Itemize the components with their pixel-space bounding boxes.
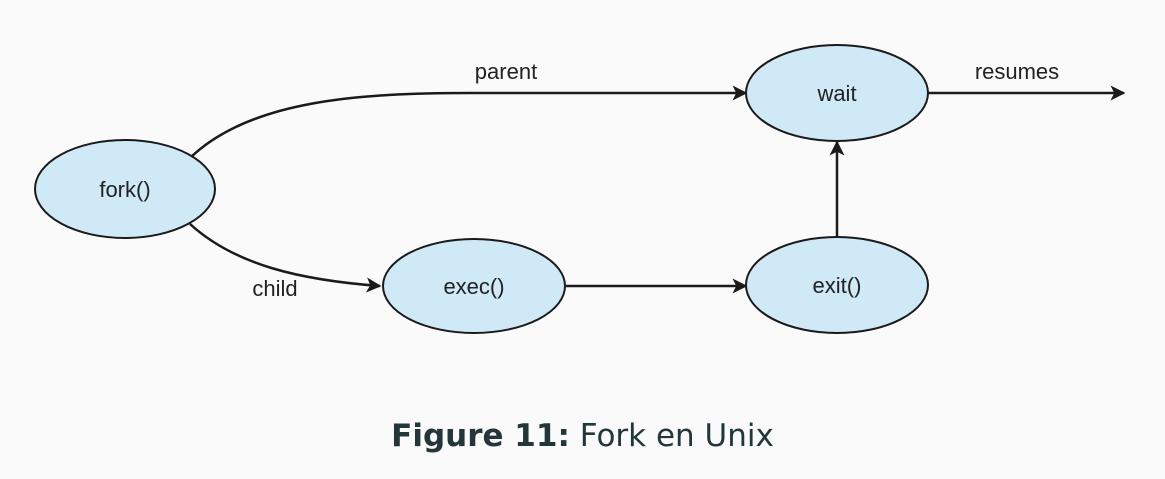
edge-label-parent: parent — [475, 59, 537, 84]
figure-caption: Figure 11: Fork en Unix — [0, 418, 1165, 454]
edge-label-resumes: resumes — [975, 59, 1059, 84]
edge-parent — [189, 85, 748, 159]
node-exit-label: exit() — [813, 273, 862, 298]
node-fork-label: fork() — [99, 177, 150, 202]
figure-caption-text: Fork en Unix — [579, 418, 774, 454]
edge-child — [189, 223, 382, 293]
node-exit: exit() — [745, 236, 929, 334]
node-wait-label: wait — [816, 81, 856, 106]
edge-label-child: child — [252, 276, 297, 301]
node-exec-label: exec() — [443, 274, 504, 299]
node-exec: exec() — [382, 238, 566, 334]
node-wait: wait — [745, 44, 929, 142]
node-fork: fork() — [34, 139, 216, 239]
fork-diagram: fork() exec() exit() wait parent child r… — [34, 44, 1126, 334]
figure-caption-label: Figure 11: — [391, 418, 570, 454]
